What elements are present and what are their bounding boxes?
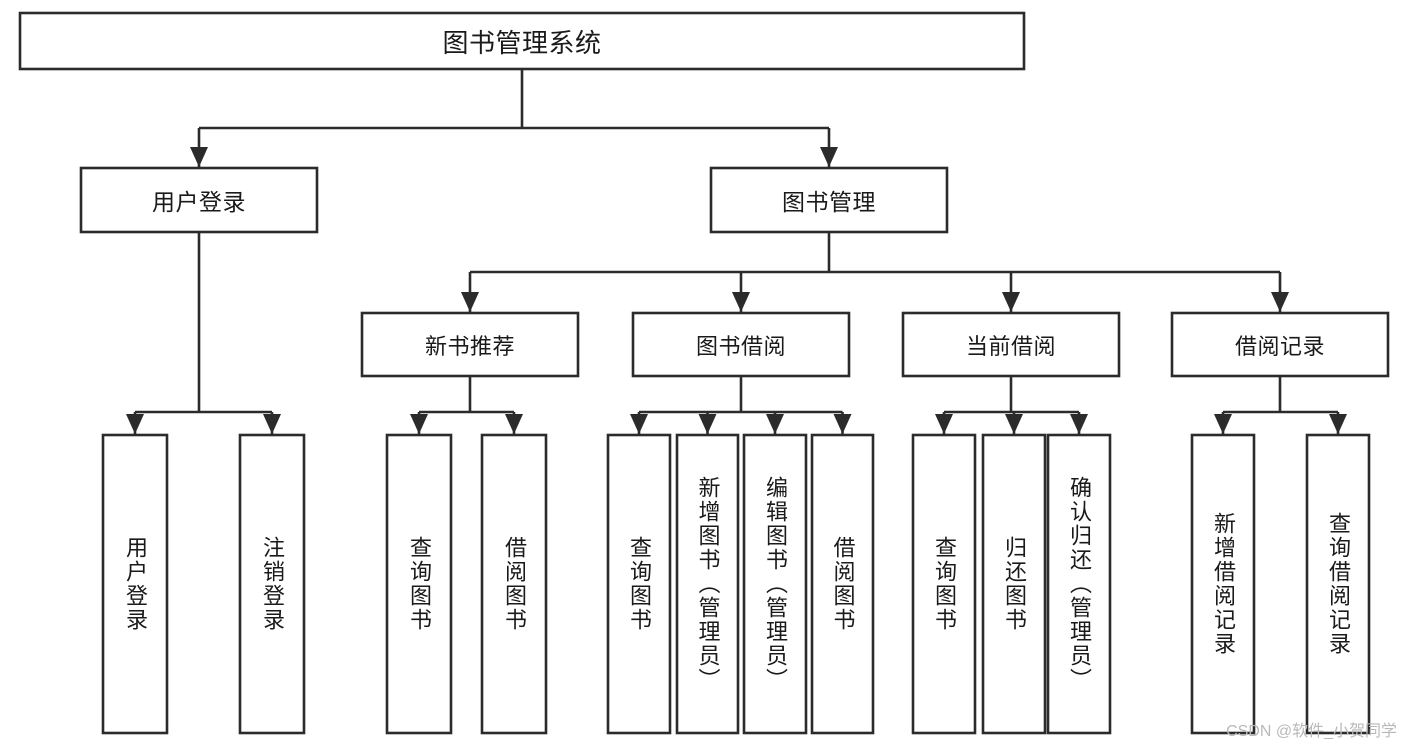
arrow-head-leaf-query-book-2 [630, 414, 648, 434]
arrow-head-leaf-query-book-1 [410, 414, 428, 434]
arrow-head-leaf-add-record [1214, 414, 1232, 434]
arrow-head-leaf-borrow-book-2 [833, 414, 852, 434]
arrow-head-leaf-edit-book [766, 414, 784, 434]
arrow-head-leaf-add-book [698, 414, 717, 434]
node-box-current-borrow[interactable] [901, 311, 1121, 378]
node-box-leaf-query-book-2[interactable] [606, 433, 672, 735]
arrow-head-new-book-rec [461, 292, 479, 312]
arrow-head-leaf-query-book-3 [935, 414, 953, 434]
node-box-leaf-query-record[interactable] [1305, 433, 1371, 735]
node-box-leaf-add-record[interactable] [1190, 433, 1256, 735]
node-box-leaf-user-logout[interactable] [238, 433, 306, 735]
arrow-head-book-borrow [732, 292, 750, 312]
arrow-head-leaf-query-record [1329, 414, 1347, 434]
node-box-leaf-query-book-1[interactable] [385, 433, 453, 735]
node-box-leaf-borrow-book-2[interactable] [810, 433, 875, 735]
arrow-head-leaf-user-logout [263, 414, 281, 434]
node-box-user-login[interactable] [79, 166, 319, 234]
node-box-leaf-borrow-book-1[interactable] [480, 433, 548, 735]
node-box-new-book-rec[interactable] [360, 311, 580, 378]
node-box-leaf-edit-book[interactable] [742, 433, 808, 735]
arrow-head-leaf-return-book [1005, 414, 1023, 434]
node-box-leaf-return-book[interactable] [981, 433, 1047, 735]
arrow-head-leaf-user-login [126, 414, 144, 434]
node-box-borrow-record[interactable] [1170, 311, 1390, 378]
node-box-book-borrow[interactable] [631, 311, 851, 378]
edge-layer [126, 69, 1347, 434]
arrow-head-leaf-borrow-book-1 [505, 414, 523, 434]
node-box-leaf-query-book-3[interactable] [911, 433, 977, 735]
node-box-book-manage[interactable] [709, 166, 949, 234]
arrow-head-book-manage [820, 147, 838, 167]
arrow-head-user-login [190, 147, 208, 167]
arrow-head-current-borrow [1002, 292, 1020, 312]
node-box-leaf-confirm-return[interactable] [1046, 433, 1112, 735]
node-box-leaf-add-book[interactable] [675, 433, 740, 735]
node-box-root[interactable] [18, 11, 1026, 71]
arrow-head-borrow-record [1271, 292, 1289, 312]
node-box-leaf-user-login[interactable] [101, 433, 169, 735]
watermark-text: CSDN @软件_小贺同学 [1226, 723, 1397, 740]
node-box-layer [18, 11, 1390, 735]
arrow-head-leaf-confirm-return [1070, 414, 1088, 434]
